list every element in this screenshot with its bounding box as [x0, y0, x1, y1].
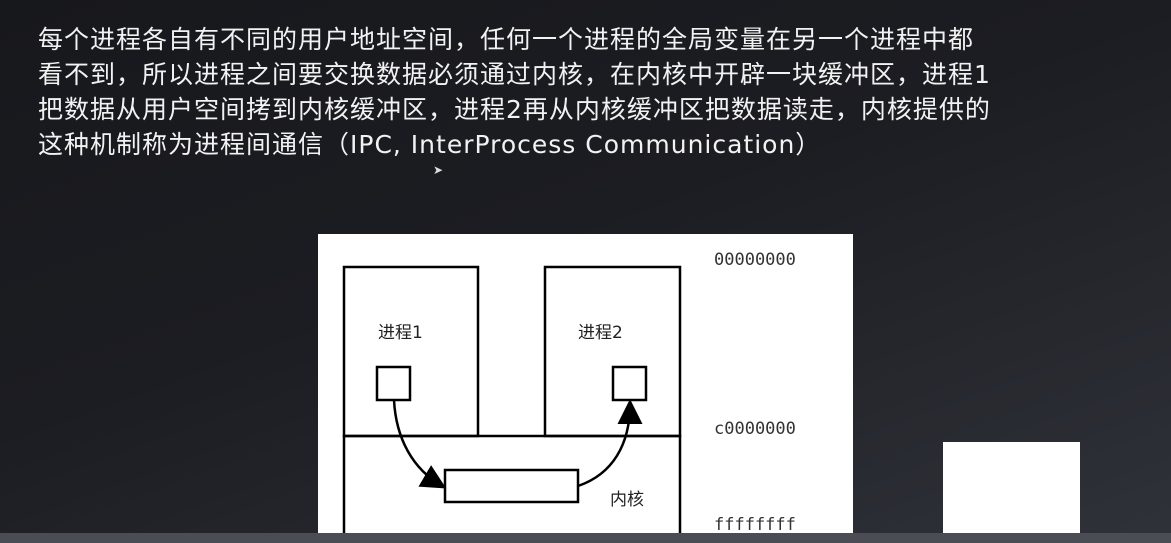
kernel-label: 内核: [610, 490, 644, 510]
ipc-diagram: 进程1 进程2 内核 00000000 c0000000 ffffffff: [318, 234, 853, 533]
address-label: ffffffff: [714, 515, 796, 533]
kernel-buffer: [443, 468, 580, 504]
slide-text: 每个进程各自有不同的用户地址空间，任何一个进程的全局变量在另一个进程中都 看不到…: [38, 22, 1148, 162]
process1-label: 进程1: [378, 323, 423, 343]
mouse-cursor-icon: ➤: [433, 163, 444, 177]
process1-box: [342, 265, 480, 438]
address-label: 00000000: [714, 250, 796, 270]
bottom-bar: [0, 533, 1171, 543]
process2-label: 进程2: [578, 323, 623, 343]
process2-data: [611, 365, 648, 402]
text-line: 这种机制称为进程间通信（IPC, InterProcess Communicat…: [38, 130, 822, 159]
text-line: 把数据从用户空间拷到内核缓冲区，进程2再从内核缓冲区把数据读走，内核提供的: [38, 95, 991, 124]
process2-box: [543, 265, 682, 438]
text-line: 每个进程各自有不同的用户地址空间，任何一个进程的全局变量在另一个进程中都: [38, 25, 975, 54]
kernel-box: [342, 434, 682, 533]
process1-data: [375, 365, 412, 402]
blank-overlay: [943, 442, 1080, 533]
diagram-shapes: [342, 265, 682, 533]
address-label: c0000000: [714, 419, 796, 439]
text-line: 看不到，所以进程之间要交换数据必须通过内核，在内核中开辟一块缓冲区，进程1: [38, 60, 991, 89]
copy-in-arrow: [392, 399, 447, 489]
copy-out-arrow: [577, 399, 643, 488]
